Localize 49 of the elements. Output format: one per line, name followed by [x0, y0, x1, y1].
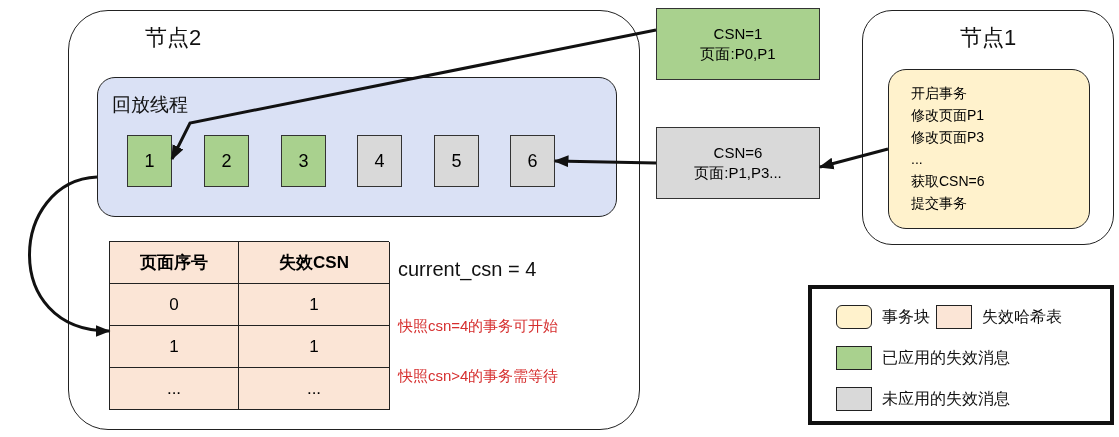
step-text: 修改页面P3 [911, 128, 985, 147]
status-text: current_csn = 4 [398, 258, 537, 281]
message-text: 页面:P1,P3... [694, 163, 782, 183]
arrow [818, 147, 889, 170]
message-box [656, 8, 820, 80]
table-cell: 1 [239, 326, 390, 368]
message-number: 5 [451, 150, 462, 172]
message-number: 6 [527, 150, 538, 172]
message-text: CSN=6 [713, 143, 763, 163]
legend-label: 已应用的失效消息 [882, 348, 1010, 368]
table-cell: 1 [110, 326, 239, 368]
message-number: 2 [221, 150, 232, 172]
arrow [553, 155, 657, 168]
message-box [656, 127, 820, 199]
legend-label: 事务块 [882, 307, 930, 327]
table-cell: 1 [239, 284, 390, 326]
message-square [127, 135, 172, 187]
table-cell: ... [110, 368, 239, 410]
message-number: 4 [374, 150, 385, 172]
message-text: 页面:P0,P1 [700, 44, 776, 64]
arrow [170, 28, 657, 161]
message-square [357, 135, 402, 187]
step-text: 修改页面P1 [911, 106, 985, 125]
node-title: 节点2 [145, 24, 202, 52]
message-square [281, 135, 326, 187]
transaction-block [888, 69, 1090, 229]
hash-table [109, 241, 389, 410]
table-cell: 0 [110, 284, 239, 326]
thread-panel [97, 77, 617, 217]
step-text: 获取CSN=6 [911, 172, 985, 191]
node-container [68, 10, 640, 430]
table-cell: ... [239, 368, 390, 410]
table-header-cell: 页面序号 [110, 242, 239, 284]
node-container [862, 10, 1114, 245]
table-header-cell: 失效CSN [239, 242, 390, 284]
message-square [204, 135, 249, 187]
node-title: 节点1 [958, 24, 1018, 52]
legend-label: 失效哈希表 [982, 307, 1062, 327]
legend-label: 未应用的失效消息 [882, 389, 1010, 409]
message-square [434, 135, 479, 187]
step-text: ... [911, 150, 923, 169]
message-text: CSN=1 [713, 24, 763, 44]
message-number: 3 [298, 150, 309, 172]
step-text: 提交事务 [911, 194, 967, 213]
panel-title: 回放线程 [112, 93, 188, 117]
message-square [510, 135, 555, 187]
message-number: 1 [144, 150, 155, 172]
step-text: 开启事务 [911, 84, 967, 103]
arrow [28, 175, 111, 336]
